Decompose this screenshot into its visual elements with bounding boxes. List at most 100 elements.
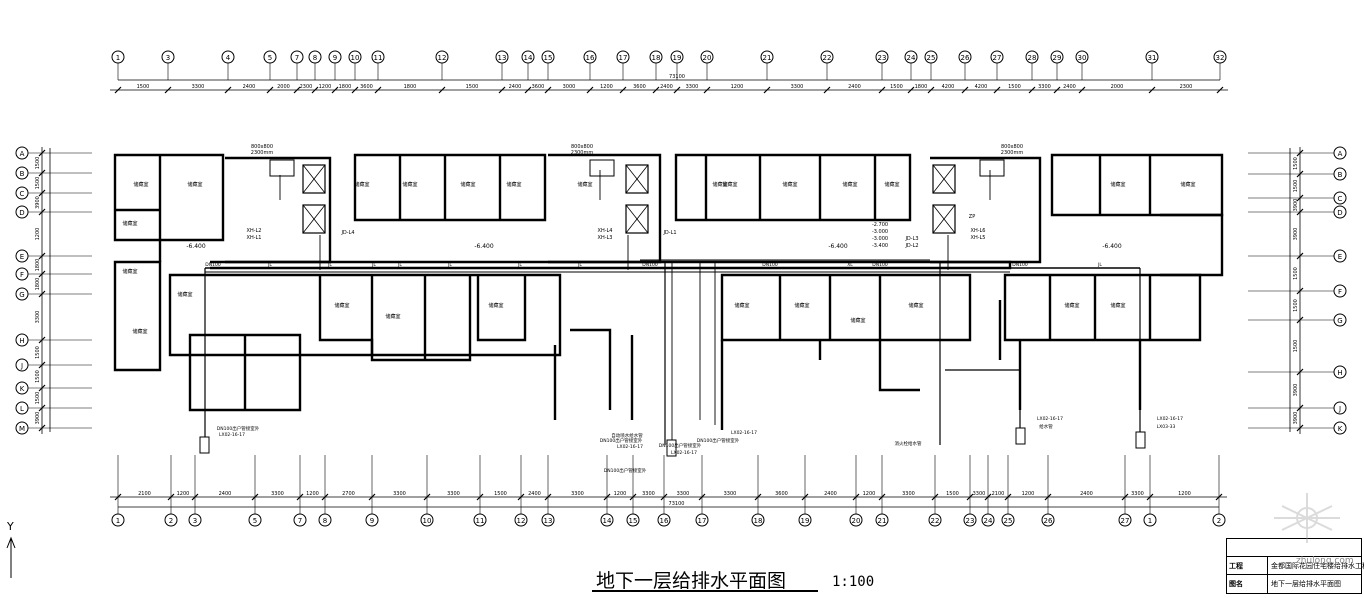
elevator-shaft (932, 204, 956, 234)
outlet-box (666, 439, 677, 457)
dim-left-value: 1800 (35, 259, 41, 272)
wall-outline (1160, 213, 1224, 277)
dim-top-tick (763, 86, 771, 94)
grid-label-right: F (1338, 288, 1342, 296)
elevation: -2.700 (872, 222, 888, 228)
dim-top-tick (331, 86, 339, 94)
wall-outline (720, 340, 920, 430)
grid-label-left: L (20, 405, 24, 413)
room-label: 储藏室 (734, 302, 749, 309)
dim-bottom-value: 2400 (528, 491, 541, 497)
grid-label-right: E (1338, 253, 1342, 261)
room-label: 储藏室 (187, 181, 202, 188)
grid-label-top: 16 (586, 54, 595, 62)
grid-label-bottom: 7 (298, 517, 302, 525)
pipe-tag: JL (267, 262, 272, 268)
dim-bottom-value: 2700 (342, 491, 355, 497)
room-label: 储藏室 (782, 181, 797, 188)
manhole (589, 159, 615, 177)
elevator-shaft (625, 204, 649, 234)
grid-label-top: 22 (823, 54, 832, 62)
grid-label-left: F (20, 271, 24, 279)
grid-label-left: K (20, 385, 25, 393)
dim-top-value: 4200 (942, 84, 955, 90)
elevation: -3.000 (872, 236, 888, 242)
dim-bottom-value: 3300 (447, 491, 460, 497)
dim-top-value: 1500 (466, 84, 479, 90)
dim-left-value: 1500 (35, 177, 41, 190)
wall-outline (476, 275, 527, 342)
dim-top-tick (1078, 86, 1086, 94)
grid-label-bottom: 22 (931, 517, 940, 525)
ucs-axis-label: Y (6, 520, 14, 533)
grid-label-top: 30 (1078, 54, 1087, 62)
dim-top-value: 3300 (192, 84, 205, 90)
grid-label-bottom: 1 (1148, 517, 1152, 525)
grid-label-right: D (1337, 209, 1342, 217)
dim-right-value: 1500 (1293, 267, 1299, 280)
grid-label-top: 26 (961, 54, 970, 62)
wall-outline (1048, 275, 1152, 340)
title-block-row-project: 工程 金都国际花园住宅楼给排水工程 (1227, 557, 1364, 575)
grid-label-bottom: 23 (966, 517, 975, 525)
dim-right-value: 3900 (1293, 199, 1299, 212)
dim-bottom-value: 3300 (677, 491, 690, 497)
wall-outline (704, 155, 877, 220)
grid-label-top: 20 (703, 54, 712, 62)
dim-bottom-value: 2400 (1080, 491, 1093, 497)
wall-outline (720, 273, 972, 342)
dim-left-value: 1500 (35, 392, 41, 405)
room-label: 储藏室 (1180, 181, 1195, 188)
drawing-title: 地下一层给排水平面图 (596, 570, 787, 592)
grid-label-top: 21 (763, 54, 772, 62)
grid-label-top: 9 (333, 54, 337, 62)
grid-label-top: 5 (268, 54, 272, 62)
room-label: 储藏室 (354, 181, 369, 188)
wall-outline (113, 153, 225, 242)
room-label: 储藏室 (122, 220, 137, 227)
grid-label-top: 14 (524, 54, 533, 62)
grid-label-left: E (20, 253, 24, 261)
grid-label-right: H (1337, 369, 1342, 377)
dim-bottom-value: 1200 (863, 491, 876, 497)
grid-label-top: 24 (907, 54, 916, 62)
dim-top-tick (586, 86, 594, 94)
dim-top-value: 1500 (1008, 84, 1021, 90)
grid-label-top: 31 (1148, 54, 1157, 62)
grid-label-left: M (19, 425, 25, 433)
pipe-tag: DN100 (642, 262, 658, 268)
riser-tag: JD-L4 (340, 230, 354, 236)
dim-bottom-value: 1500 (494, 491, 507, 497)
riser-tag: XH-L4 (598, 228, 613, 234)
grid-label-top: 4 (226, 54, 231, 62)
floor-level: -6.400 (186, 243, 206, 250)
room-label: 储藏室 (385, 313, 400, 320)
room-label: 储藏室 (506, 181, 521, 188)
dim-bottom-value: 3300 (973, 491, 986, 497)
wall-outline (225, 156, 332, 264)
dim-top-tick (266, 86, 274, 94)
dim-top-value: 3300 (686, 84, 699, 90)
dim-bottom-total: 73100 (669, 501, 685, 507)
pipe-network (199, 159, 1146, 457)
floor-level: -6.400 (828, 243, 848, 250)
dim-top-value: 2400 (509, 84, 522, 90)
pipe-tag: DN100 (205, 262, 221, 268)
grid-label-left: H (19, 337, 24, 345)
building-walls (113, 153, 1224, 430)
dim-bottom-value: 2400 (219, 491, 232, 497)
riser-tag: XH-L3 (598, 235, 613, 241)
dim-top-value: 2300 (300, 84, 313, 90)
grid-label-top: 18 (652, 54, 661, 62)
grid-label-top: 8 (313, 54, 317, 62)
room-label: 储藏室 (402, 181, 417, 188)
grid-label-top: 27 (993, 54, 1002, 62)
grid-label-left: A (20, 150, 25, 158)
ucs-axis-icon: Y (6, 520, 16, 578)
elevator-shaft (302, 164, 326, 194)
dim-top-tick (619, 86, 627, 94)
wall-outline (353, 153, 547, 222)
dim-right-value: 3900 (1293, 384, 1299, 397)
dim-left-value: 1500 (35, 346, 41, 359)
pipe-note: DN100出户管接室外 (659, 442, 702, 449)
